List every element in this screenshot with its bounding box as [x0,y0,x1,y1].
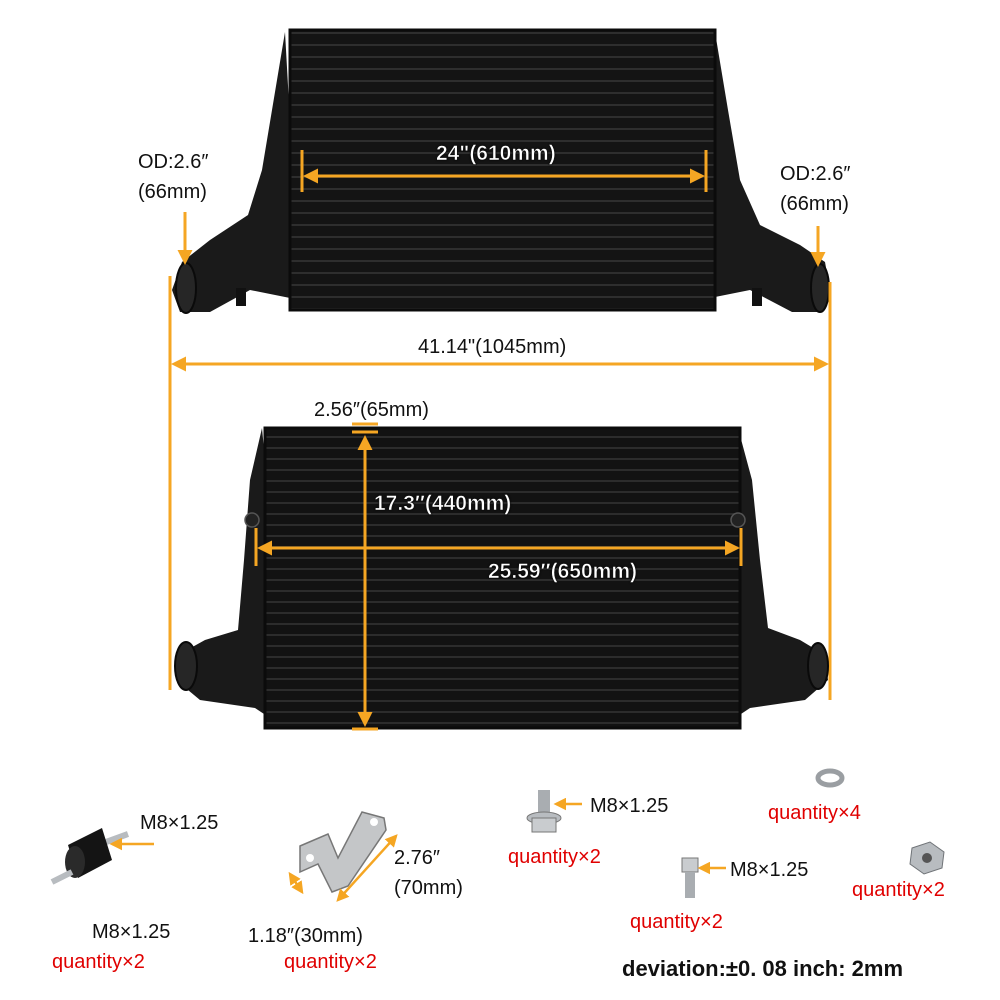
core-depth-label: 2.56″(65mm) [314,399,429,421]
rubber-mount-thread-bottom-label: M8×1.25 [92,921,171,943]
dimension-inlet-arrows [177,212,826,267]
core-length-label: 25.59″(650mm) [488,560,638,584]
socket-bolt-quantity: quantity×2 [630,911,723,933]
dimension-core-length [254,528,743,566]
dimension-overall-length [168,276,832,700]
flange-bolt-thread-label: M8×1.25 [590,795,669,817]
bracket-width-label: 1.18″(30mm) [248,925,363,947]
inlet-right-label: OD:2.6″ [780,163,851,185]
dimension-core-width [300,150,708,192]
nut-quantity: quantity×2 [852,879,945,901]
deviation-note: deviation:±0. 08 inch: 2mm [622,956,904,981]
overall-length-label: 41.14"(1045mm) [418,336,567,358]
washer-icon [815,768,845,788]
dimension-core-depth [352,422,378,434]
bracket-icon [288,811,398,902]
intercooler-top-view [172,28,830,314]
core-height-label: 17.3″(440mm) [374,492,512,516]
bracket-length-label: 2.76″ [394,847,441,869]
bracket-quantity: quantity×2 [284,951,377,973]
rubber-mount-thread-label: M8×1.25 [140,812,219,834]
bracket-length-mm-label: (70mm) [394,877,463,899]
nut-icon [909,841,945,875]
inlet-left-label: OD:2.6″ [138,151,209,173]
flange-bolt-icon [526,790,582,833]
dimension-core-height [352,435,378,731]
rubber-mount-icon [50,828,154,885]
socket-bolt-thread-label: M8×1.25 [730,859,809,881]
flange-bolt-quantity: quantity×2 [508,846,601,868]
inlet-right-mm-label: (66mm) [780,193,849,215]
washer-quantity: quantity×4 [768,802,861,824]
core-width-label: 24"(610mm) [436,142,556,166]
rubber-mount-quantity: quantity×2 [52,951,145,973]
intercooler-front-view [174,426,829,730]
inlet-left-mm-label: (66mm) [138,181,207,203]
socket-bolt-icon [681,857,726,898]
